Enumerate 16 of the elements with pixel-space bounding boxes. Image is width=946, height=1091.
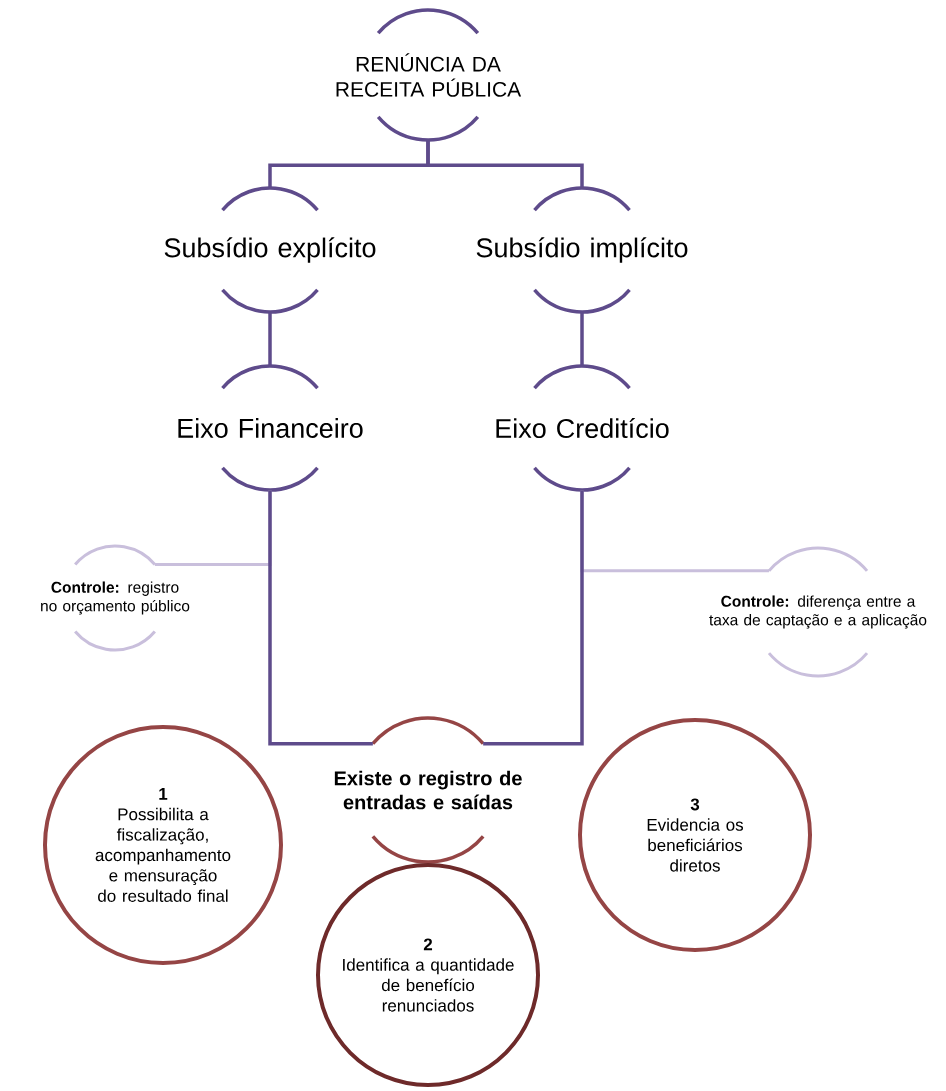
circle-node: 1 Possibilita a fiscalização, acompanhamento e mensuração do resultado final	[43, 725, 283, 965]
arc-label: Controle: diferença entre a taxa de captação e a aplicação	[709, 546, 927, 678]
arc-label: Subsídio implícito	[476, 186, 688, 314]
connector-line	[580, 312, 584, 366]
connector-line	[268, 490, 373, 746]
circle-node: 2 Identifica a quantidade de benefício renunciados	[316, 863, 540, 1087]
arc-label: Eixo Financeiro	[178, 364, 363, 492]
connector-line	[483, 490, 584, 746]
connector-line	[268, 312, 272, 366]
arc-label: Eixo Creditício	[496, 364, 669, 492]
arc-label: RENÚNCIA DA RECEITA PÚBLICA	[336, 8, 522, 142]
arc-label: Existe o registro de entradas e saídas	[334, 716, 522, 864]
connector-line	[426, 140, 584, 188]
arc-label: Subsídio explícito	[164, 186, 376, 314]
arc-label: Controle: registro no orçamento público	[41, 544, 190, 652]
circle-node: 3 Evidencia os beneficiários diretos	[578, 718, 812, 952]
